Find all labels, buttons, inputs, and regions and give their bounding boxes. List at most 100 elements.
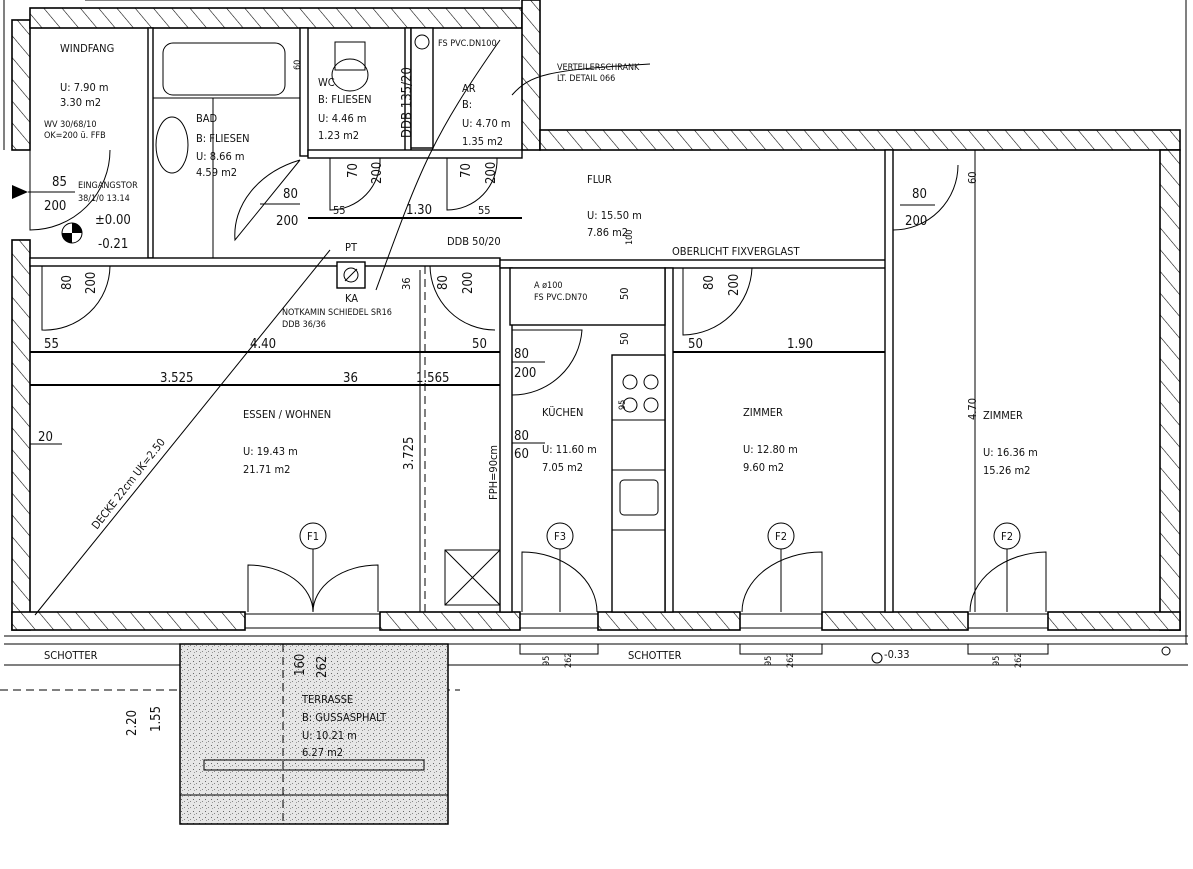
room-name: WC: [318, 76, 335, 89]
room-name: WINDFANG: [60, 42, 114, 55]
room-name: BAD: [196, 112, 218, 125]
room-perimeter: U: 16.36 m: [983, 446, 1038, 459]
dimension: 3.725: [402, 437, 417, 470]
level-label: ±0.00: [95, 213, 131, 228]
room-floor: B: FLIESEN: [196, 132, 250, 145]
room-area: 7.86 m2: [587, 226, 628, 239]
room-floor: B: GUSSASPHALT: [302, 711, 387, 724]
dimension: 36: [343, 371, 358, 386]
annotation: DDB 50/20: [447, 235, 501, 248]
room-area: 4.59 m2: [196, 166, 237, 179]
door-height: 200: [84, 272, 99, 294]
window-tag: F2: [1001, 530, 1013, 543]
dimension: 55: [333, 204, 346, 217]
room-area: 6.27 m2: [302, 746, 343, 759]
level-label: -0.21: [98, 237, 128, 252]
dimension-labels: 60 55 1.30 55 36 55 4.40 50 3.525 36 1.5…: [38, 60, 1024, 736]
annotation: PT: [345, 241, 358, 254]
room-perimeter: U: 10.21 m: [302, 729, 357, 742]
door-labels: 85 200 80 200 70 200 70 200 80 200 80 20…: [44, 162, 935, 462]
level-marker-icon: [61, 222, 83, 244]
dimension: 60: [293, 60, 303, 70]
window-tags: F1 F3 F2 F2: [299, 522, 1021, 612]
room-area: 3.30 m2: [60, 96, 101, 109]
room-name: ZIMMER: [743, 406, 783, 419]
door-width: 80: [436, 275, 451, 290]
annotation: DECKE 22cm UK=2.50: [89, 436, 168, 532]
gravel-strip: [0, 643, 1188, 691]
door-width: 70: [346, 163, 361, 178]
dimension: 4.40: [250, 337, 276, 352]
dimension: 160: [293, 654, 308, 676]
window-frames: [244, 613, 1049, 629]
door-width: 85: [52, 175, 67, 190]
dimension: 36: [400, 277, 413, 290]
annotation: SCHOTTER: [628, 649, 682, 662]
annotation: LT. DETAIL 066: [557, 74, 615, 84]
door-height: 200: [727, 274, 742, 296]
dimension: 100: [625, 230, 635, 245]
room-floor: B: FLIESEN: [318, 93, 372, 106]
room-area: 21.71 m2: [243, 463, 290, 476]
door-width: 80: [283, 187, 298, 202]
annotation: FS PVC.DN70: [534, 293, 587, 303]
door-width: 80: [514, 429, 529, 444]
dimension: 55: [44, 337, 59, 352]
room-perimeter: U: 15.50 m: [587, 209, 642, 222]
door-height: 200: [484, 162, 499, 184]
annotation: OK=200 ü. FFB: [44, 131, 106, 141]
room-name: FLUR: [587, 173, 612, 186]
room-flur: FLUR U: 15.50 m 7.86 m2: [587, 173, 642, 239]
dimension: 262: [564, 653, 574, 668]
dimension: 95: [992, 656, 1002, 666]
terrace: [179, 643, 449, 825]
annotation: DDB 135/20: [400, 67, 415, 138]
dimension: 262: [786, 653, 796, 668]
window-tag: F3: [554, 530, 566, 543]
dimension: 262: [1014, 653, 1024, 668]
annotation: KA: [345, 292, 358, 305]
room-perimeter: U: 7.90 m: [60, 81, 109, 94]
room-perimeter: U: 4.46 m: [318, 112, 367, 125]
annotation: SCHOTTER: [44, 649, 98, 662]
dimension: 50: [618, 287, 631, 300]
room-zimmer-1: ZIMMER U: 12.80 m 9.60 m2: [743, 406, 798, 474]
dimension: 95: [542, 656, 552, 666]
dimension: 4.70: [966, 398, 979, 420]
dimension: 95: [618, 400, 628, 410]
door-width: 80: [702, 275, 717, 290]
dimension: 1.90: [787, 337, 813, 352]
door-height: 200: [514, 366, 536, 381]
door-height: 200: [276, 214, 298, 229]
annotation: A ø100: [534, 281, 563, 291]
door-swings: [29, 149, 1047, 613]
dimension-lines: [30, 39, 976, 616]
room-windfang: WINDFANG U: 7.90 m 3.30 m2: [60, 42, 114, 109]
door-height: 200: [44, 199, 66, 214]
dimension: 1.30: [406, 203, 432, 218]
room-area: 15.26 m2: [983, 464, 1030, 477]
room-name: ESSEN / WOHNEN: [243, 408, 331, 421]
annotation: WV 30/68/10: [44, 120, 96, 130]
entrance-arrow-icon: [12, 185, 28, 199]
room-name: TERRASSE: [301, 693, 353, 706]
dimension: 2.20: [125, 710, 140, 736]
room-area: 7.05 m2: [542, 461, 583, 474]
room-perimeter: U: 12.80 m: [743, 443, 798, 456]
door-height: 200: [461, 272, 476, 294]
door-width: 80: [514, 347, 529, 362]
room-area: 1.35 m2: [462, 135, 503, 148]
dimension: 1.565: [416, 371, 449, 386]
room-area: 1.23 m2: [318, 129, 359, 142]
room-perimeter: U: 19.43 m: [243, 445, 298, 458]
dimension: 55: [478, 204, 491, 217]
window-tag: F2: [775, 530, 787, 543]
annotation: OBERLICHT FIXVERGLAST: [672, 245, 800, 258]
annotation: VERTEILERSCHRANK: [557, 63, 640, 73]
door-width: 80: [912, 187, 927, 202]
door-height: 60: [514, 447, 529, 462]
room-zimmer-2: ZIMMER U: 16.36 m 15.26 m2: [983, 409, 1038, 477]
room-bad: BAD B: FLIESEN U: 8.66 m 4.59 m2: [196, 112, 250, 179]
interior-walls: [29, 27, 894, 613]
room-terrasse: TERRASSE B: GUSSASPHALT U: 10.21 m 6.27 …: [301, 693, 387, 759]
